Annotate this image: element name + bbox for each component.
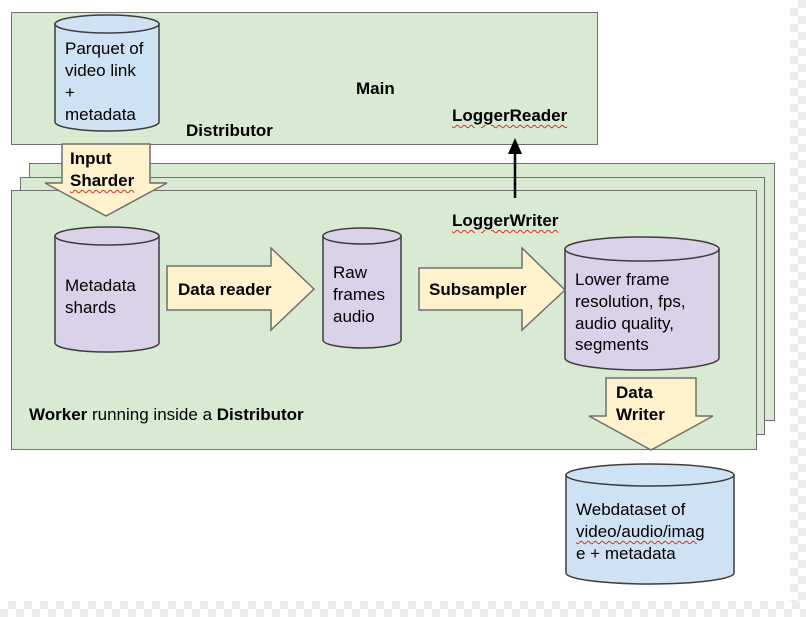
worker-footer-middle: running inside a [87, 405, 217, 424]
transparent-strip-right [790, 0, 806, 617]
lower-frame-label: resolution, fps, [575, 292, 686, 311]
data-reader-label: Data reader [178, 280, 272, 299]
raw-frames-label: audio [333, 307, 375, 326]
input-sharder-label: Input [70, 149, 112, 168]
raw-frames-label: Raw [333, 263, 368, 282]
metadata-shards-label: shards [65, 298, 117, 317]
webdataset-cylinder [565, 463, 735, 585]
subsampler-label: Subsampler [429, 280, 527, 299]
input-sharder-arrow [44, 143, 168, 217]
data-writer-label: Data [616, 383, 653, 402]
lower-frame-label: audio quality, [575, 314, 674, 333]
parquet-line: Parquet of [65, 39, 144, 58]
lower-frame-cylinder [564, 236, 720, 371]
logger-arrow [508, 138, 522, 198]
lower-frame-label: segments [575, 335, 649, 354]
lower-frame-label: Lower frame [575, 270, 670, 289]
worker-footer-worker: Worker [29, 405, 88, 424]
data-writer-label: Writer [616, 405, 665, 424]
webdataset-label: Webdataset of [576, 500, 686, 519]
transparent-strip-bottom [0, 601, 806, 617]
data-writer-arrow [588, 377, 714, 451]
subsampler-arrow [418, 246, 567, 332]
webdataset-label: video/audio/imag [576, 522, 705, 541]
input-sharder-label: Sharder [70, 171, 135, 190]
logger-writer-label: LoggerWriter [452, 211, 559, 230]
logger-reader-label: LoggerReader [452, 106, 568, 125]
parquet-line: video link [65, 61, 136, 80]
distributor-label: Distributor [186, 121, 273, 140]
raw-frames-label: frames [333, 285, 385, 304]
parquet-line: metadata [65, 105, 136, 124]
raw-frames-cylinder [322, 227, 402, 349]
metadata-shards-cylinder [54, 226, 160, 353]
main-title: Main [356, 79, 395, 98]
parquet-line: + [65, 83, 75, 102]
parquet-cylinder [54, 14, 160, 132]
worker-footer-distributor: Distributor [216, 405, 304, 424]
webdataset-label: e + metadata [576, 544, 676, 563]
worker-footer: Worker running inside a Distributor [29, 404, 304, 426]
metadata-shards-label: Metadata [65, 276, 136, 295]
data-reader-arrow [166, 246, 316, 332]
